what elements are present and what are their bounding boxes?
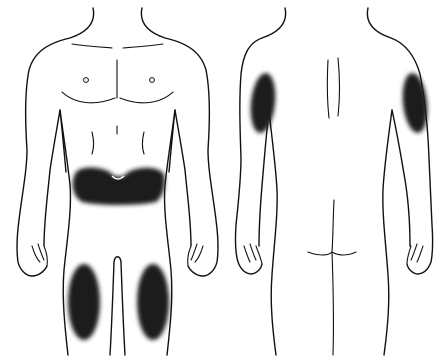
back-body-figure — [235, 8, 432, 355]
back-right-inner-arm — [392, 110, 410, 246]
front-abs-right — [143, 132, 145, 154]
left-upper-arm-injection-site — [248, 72, 278, 134]
left-thigh-injection-site — [68, 264, 100, 340]
front-injection-sites — [68, 168, 169, 341]
back-inner-leg — [332, 252, 333, 355]
front-inner-legs — [110, 257, 125, 355]
front-right-hand — [188, 244, 203, 266]
front-right-outline — [141, 8, 218, 276]
back-left-outline — [235, 8, 285, 274]
back-right-torso-leg — [383, 110, 392, 355]
front-collarbone-right — [123, 44, 163, 48]
front-collarbone-left — [72, 44, 112, 48]
front-left-outline — [17, 8, 94, 276]
back-left-torso-leg — [269, 110, 277, 355]
front-left-torso-leg — [60, 110, 70, 355]
front-chest-right — [120, 92, 173, 103]
back-left-hand — [244, 244, 262, 264]
front-chest-left — [62, 92, 115, 103]
back-right-hand — [407, 244, 423, 264]
front-abs-left — [92, 132, 94, 154]
front-left-hand — [32, 244, 47, 266]
front-nipple-right — [150, 78, 155, 83]
abdomen-injection-site — [73, 168, 165, 206]
right-thigh-injection-site — [137, 264, 169, 340]
back-gluteal-cleft — [332, 200, 334, 252]
back-spine-left — [327, 60, 329, 118]
right-upper-arm-injection-site — [400, 72, 430, 134]
back-spine-right — [338, 58, 340, 116]
front-nipple-left — [84, 78, 89, 83]
back-right-outline — [367, 8, 432, 274]
